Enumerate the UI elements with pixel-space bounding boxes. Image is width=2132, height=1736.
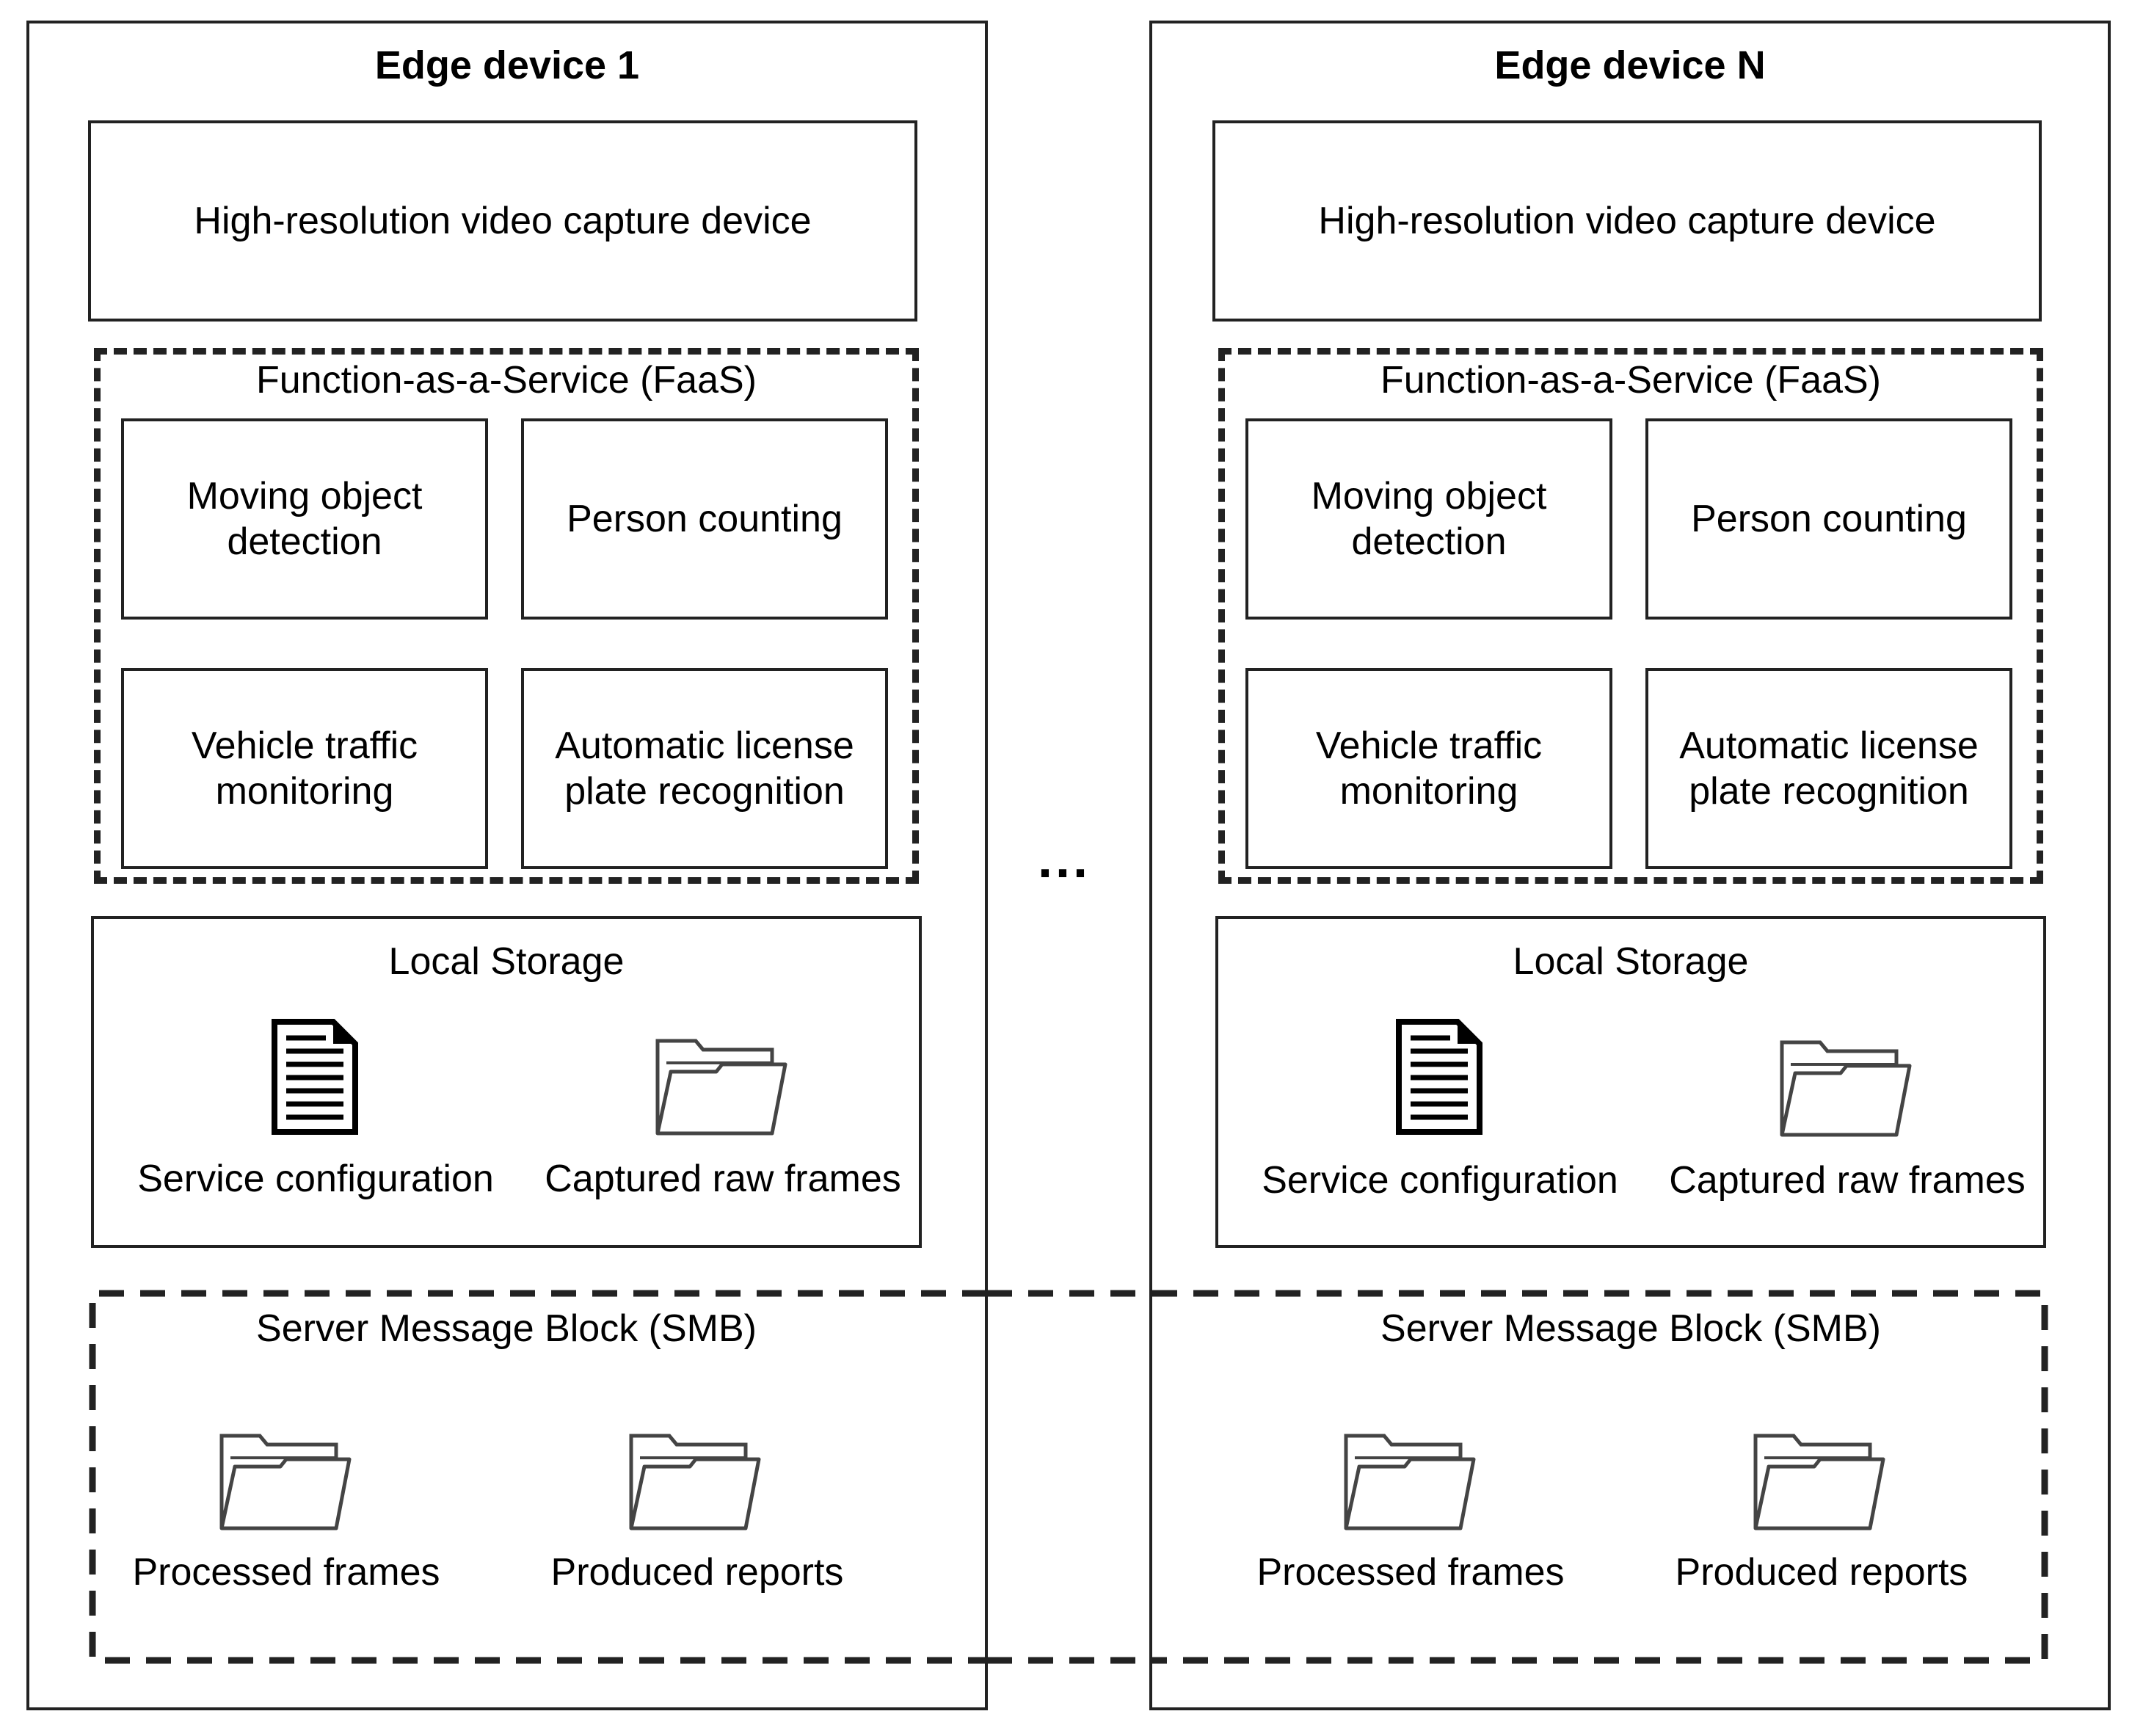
folder-icon — [219, 1434, 352, 1530]
service-license-plate-recognition: Automatic license plate recognition — [521, 668, 888, 869]
service-moving-object-detection: Moving object detection — [1245, 418, 1612, 620]
service-license-plate-recognition: Automatic license plate recognition — [1645, 668, 2012, 869]
service-person-counting: Person counting — [521, 418, 888, 620]
storage-item-label: Captured raw frames — [1669, 1159, 2026, 1202]
faas-container — [1218, 348, 2043, 884]
video-capture-device: High-resolution video capture device — [88, 120, 917, 322]
folder-icon — [1753, 1434, 1885, 1530]
folder-icon — [1780, 1040, 1912, 1137]
video-capture-device: High-resolution video capture device — [1212, 120, 2042, 322]
local-storage-title: Local Storage — [1513, 940, 1749, 983]
device-separator-ellipsis: ... — [1037, 830, 1091, 889]
smb-title: Server Message Block (SMB) — [256, 1307, 757, 1350]
faas-container — [94, 348, 919, 884]
smb-item-label: Produced reports — [550, 1551, 844, 1594]
document-icon — [1396, 1019, 1482, 1135]
faas-title: Function-as-a-Service (FaaS) — [256, 359, 757, 402]
smb-item-label: Produced reports — [1675, 1551, 1968, 1594]
edge-device-n — [1149, 21, 2111, 1710]
edge-device-1 — [26, 21, 988, 1710]
local-storage-title: Local Storage — [388, 940, 625, 983]
faas-title: Function-as-a-Service (FaaS) — [1380, 359, 1881, 402]
storage-item-label: Service configuration — [137, 1158, 494, 1200]
device-title: Edge device 1 — [374, 43, 640, 87]
document-icon — [272, 1019, 358, 1135]
device-title: Edge device N — [1494, 43, 1766, 87]
storage-item-label: Captured raw frames — [545, 1158, 901, 1200]
service-person-counting: Person counting — [1645, 418, 2012, 620]
service-vehicle-traffic-monitoring: Vehicle traffic monitoring — [121, 668, 488, 869]
smb-item-label: Processed frames — [132, 1551, 440, 1594]
smb-title: Server Message Block (SMB) — [1380, 1307, 1881, 1350]
service-moving-object-detection: Moving object detection — [121, 418, 488, 620]
storage-item-label: Service configuration — [1262, 1159, 1618, 1202]
local-storage — [91, 916, 922, 1248]
local-storage — [1215, 916, 2046, 1248]
folder-icon — [1344, 1434, 1476, 1530]
smb-boundary — [89, 1290, 987, 1664]
smb-item-label: Processed frames — [1256, 1551, 1565, 1594]
folder-icon — [629, 1434, 761, 1530]
service-vehicle-traffic-monitoring: Vehicle traffic monitoring — [1245, 668, 1612, 869]
folder-icon — [655, 1039, 787, 1136]
